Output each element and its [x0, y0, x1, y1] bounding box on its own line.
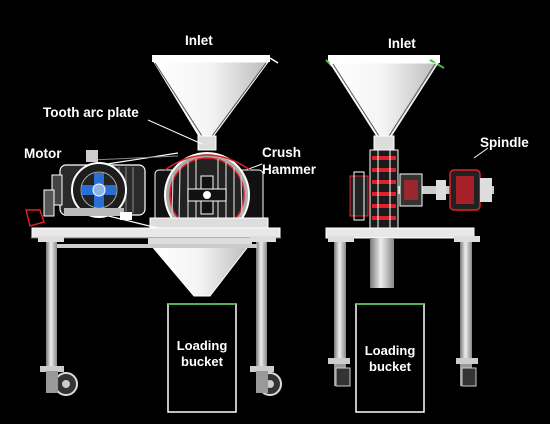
loading-bucket-right — [355, 303, 425, 413]
crusher-chamber — [149, 152, 269, 238]
bucket-left-line1: Loading — [176, 338, 228, 353]
frame-left — [31, 227, 281, 297]
crush-label: Crush — [262, 145, 302, 160]
inlet-hopper-left — [152, 55, 279, 151]
legs-left — [38, 236, 282, 396]
side-view — [325, 55, 494, 413]
bucket-left-line2: bucket — [181, 354, 223, 369]
bucket-right-line1: Loading — [364, 343, 416, 358]
bucket-right-label: Loading bucket — [355, 343, 425, 375]
inlet-label-left: Inlet — [185, 33, 213, 48]
front-view — [25, 55, 282, 413]
crusher-column — [349, 149, 399, 233]
inlet-label-right: Inlet — [388, 36, 416, 51]
spindle-label: Spindle — [480, 135, 529, 150]
spindle-pointer — [473, 147, 489, 159]
bucket-right-line2: bucket — [369, 359, 411, 374]
motor-unit — [25, 150, 146, 227]
spindle-assembly — [398, 147, 494, 211]
tooth-arc-pointer — [147, 119, 203, 145]
tooth-arc-plate-label: Tooth arc plate — [43, 105, 139, 120]
hammer-label: Hammer — [262, 162, 317, 177]
bucket-left-label: Loading bucket — [167, 338, 237, 370]
inlet-hopper-right — [325, 55, 445, 151]
loading-bucket-left — [167, 303, 237, 413]
frame-right — [325, 227, 480, 387]
motor-label: Motor — [24, 146, 62, 161]
